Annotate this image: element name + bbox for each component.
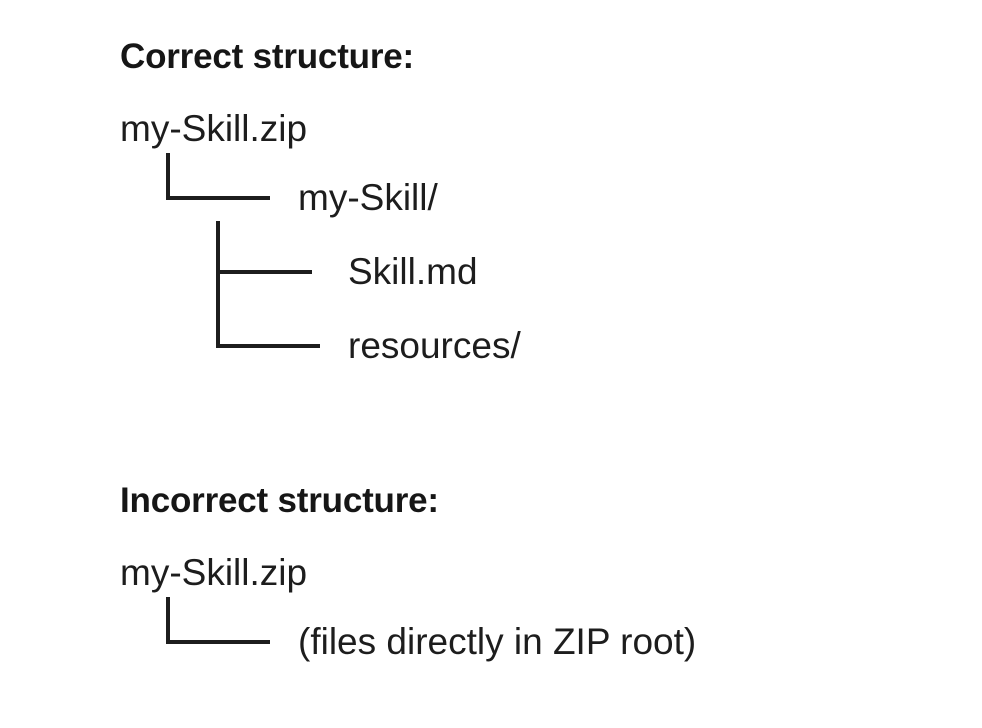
tree-branch-elbow-icon xyxy=(166,153,284,235)
tree-node-label: resources/ xyxy=(348,325,521,366)
tree-node-label: Skill.md xyxy=(348,251,478,292)
section-correct-structure: Correct structure: my-Skill.zip my-Skill/… xyxy=(120,34,521,383)
tree-branch-elbow-icon xyxy=(216,301,334,383)
heading-correct-structure: Correct structure: xyxy=(120,37,414,76)
tree-row: Skill.md xyxy=(120,221,521,323)
tree-node-label: my-Skill.zip xyxy=(120,108,308,149)
tree-row: my-Skill/ xyxy=(120,153,521,235)
heading-incorrect-structure: Incorrect structure: xyxy=(120,481,439,520)
tree-correct-structure: my-Skill.zip my-Skill/Skill.md resources/ xyxy=(120,97,521,383)
tree-node-label: my-Skill/ xyxy=(298,177,438,218)
tree-branch-tee-icon xyxy=(216,221,334,323)
tree-branch-elbow-icon xyxy=(166,597,284,679)
tree-incorrect-structure: my-Skill.zip (files directly in ZIP root) xyxy=(120,541,696,679)
tree-row: my-Skill.zip xyxy=(120,541,696,605)
tree-row: resources/ xyxy=(120,301,521,383)
tree-row: (files directly in ZIP root) xyxy=(120,597,697,679)
tree-node-label: (files directly in ZIP root) xyxy=(298,621,697,662)
section-incorrect-structure: Incorrect structure: my-Skill.zip (files … xyxy=(120,478,696,679)
tree-row: my-Skill.zip xyxy=(120,97,521,161)
tree-node-label: my-Skill.zip xyxy=(120,552,308,593)
